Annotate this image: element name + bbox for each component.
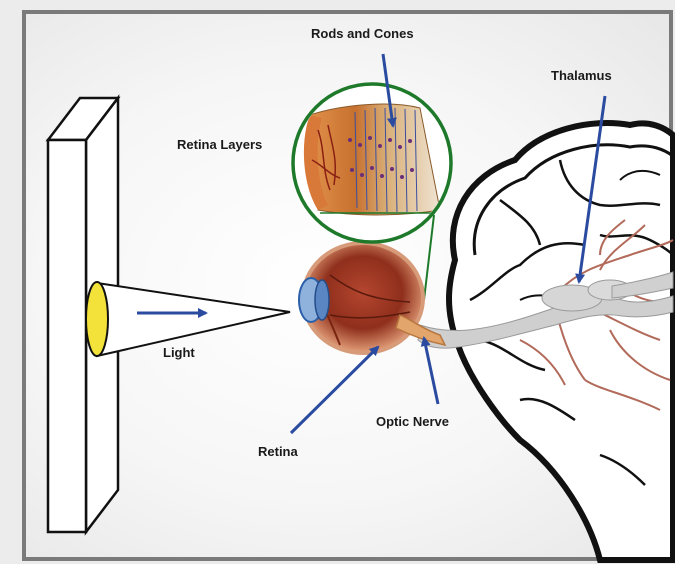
- label-retina-layers: Retina Layers: [177, 137, 262, 152]
- label-rods-and-cones: Rods and Cones: [311, 26, 414, 41]
- retina-layers-zoom: [293, 84, 451, 242]
- label-optic-nerve: Optic Nerve: [376, 414, 449, 429]
- retina-arrow: [291, 347, 378, 433]
- light-ellipse: [86, 282, 108, 356]
- label-light: Light: [163, 345, 195, 360]
- label-retina: Retina: [258, 444, 299, 459]
- lens: [315, 280, 329, 320]
- eye-illustration: [299, 243, 445, 353]
- label-thalamus: Thalamus: [551, 68, 612, 83]
- brain-illustration: [418, 123, 673, 560]
